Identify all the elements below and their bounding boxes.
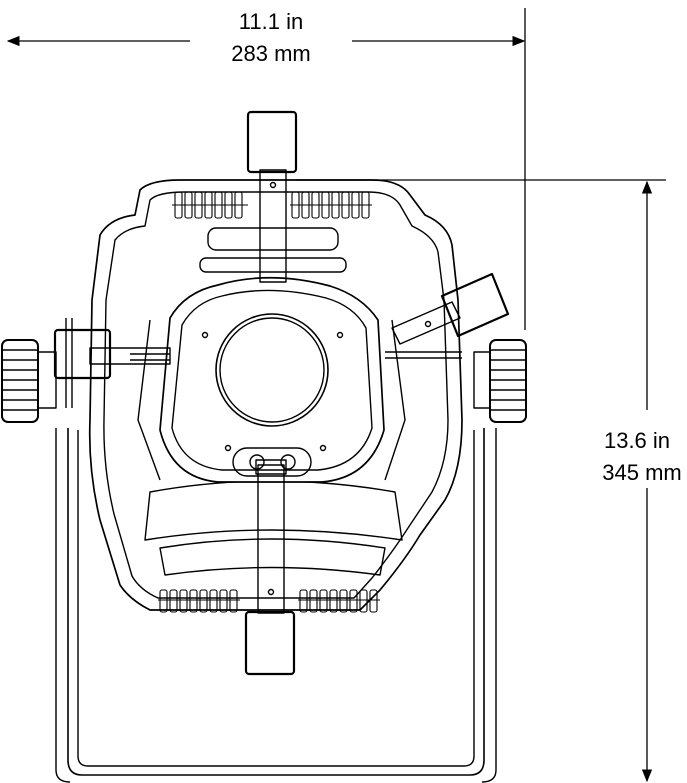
width-dimension	[6, 8, 526, 330]
left-shutter-rod	[89, 347, 171, 365]
fixture	[1, 110, 527, 783]
top-shutter-rod	[259, 169, 287, 283]
bottom-shutter-handle	[244, 610, 296, 676]
bottom-vents	[158, 589, 380, 613]
right-shutter-rod	[391, 301, 461, 345]
housing-shell	[88, 179, 463, 611]
width-imperial-label: 11.1 in	[239, 9, 303, 34]
left-yoke-knob	[1, 339, 57, 423]
yoke	[67, 428, 485, 776]
right-shutter-handle	[440, 272, 510, 338]
top-vents	[172, 191, 372, 219]
top-shutter-handle	[246, 110, 298, 174]
left-shutter-handle	[53, 328, 112, 380]
lock-knob-housing	[232, 447, 312, 477]
width-metric-label: 283 mm	[231, 41, 310, 66]
height-metric-label: 345 mm	[602, 460, 681, 485]
right-yoke-knob	[473, 339, 527, 423]
lens-aperture	[215, 313, 329, 427]
height-imperial-label: 13.6 in	[604, 428, 670, 453]
gate-plate	[159, 276, 385, 483]
